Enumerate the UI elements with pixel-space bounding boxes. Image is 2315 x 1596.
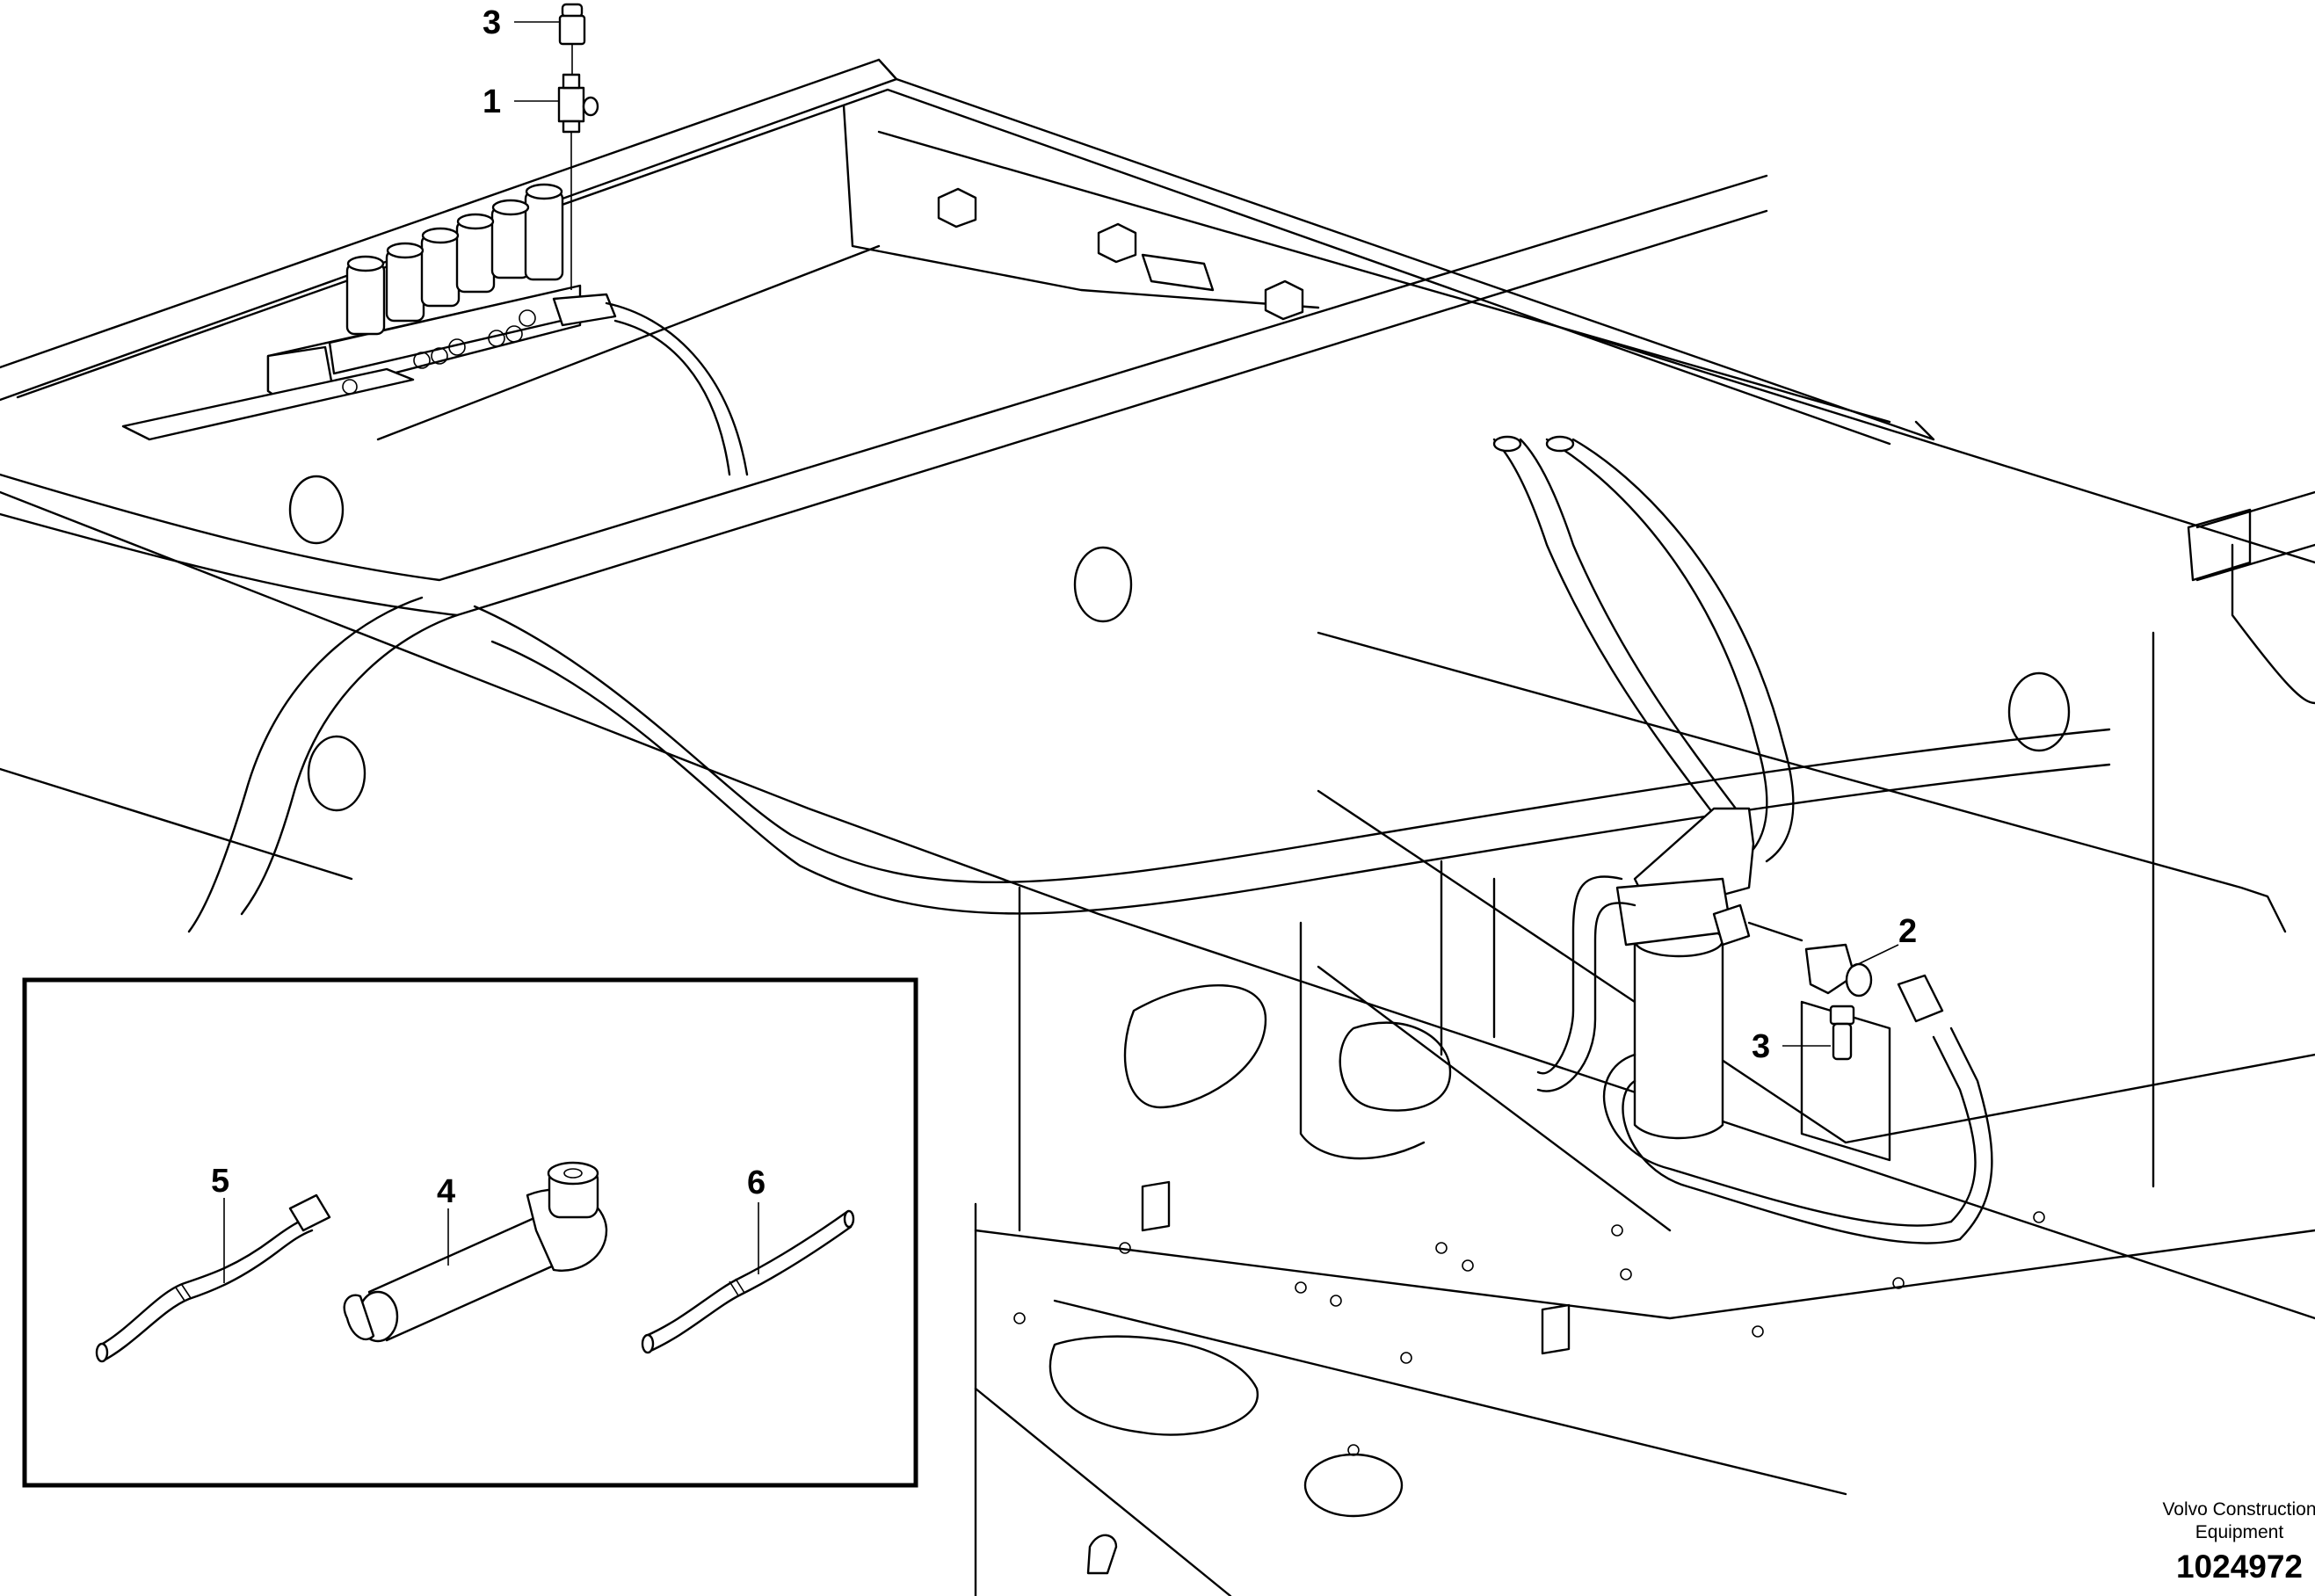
callout-3-right: 3 xyxy=(1752,1028,1770,1065)
callout-4: 4 xyxy=(437,1173,455,1210)
part-2-elbow-fitting xyxy=(1804,943,1944,1023)
callout-3-top: 3 xyxy=(483,4,501,41)
filter-receiver-assembly xyxy=(1492,435,1993,1244)
callout-5: 5 xyxy=(211,1163,229,1200)
inset-tools-box xyxy=(22,977,918,1488)
callout-1: 1 xyxy=(483,83,501,120)
lubrication-manifold xyxy=(121,123,749,476)
brand-line-2: Equipment xyxy=(2195,1522,2284,1542)
callout-2: 2 xyxy=(1898,913,1917,950)
part-5-hose-with-nut xyxy=(95,1193,331,1363)
part-4-grease-gun xyxy=(343,1161,608,1343)
callout-leaders xyxy=(223,21,1899,1283)
brand-line-1: Volvo Construction xyxy=(2162,1499,2315,1520)
part-6-hose xyxy=(641,1209,855,1354)
manifold-valves xyxy=(345,183,564,336)
machine-frame-drawing xyxy=(0,58,2315,1596)
part-3-grease-nipple-top xyxy=(558,3,586,74)
callout-6: 6 xyxy=(747,1164,766,1201)
part-3-grease-nipple-right xyxy=(1829,1005,1855,1061)
part-1-tee-fitting xyxy=(557,73,599,134)
document-number: 1024972 xyxy=(2176,1549,2303,1585)
